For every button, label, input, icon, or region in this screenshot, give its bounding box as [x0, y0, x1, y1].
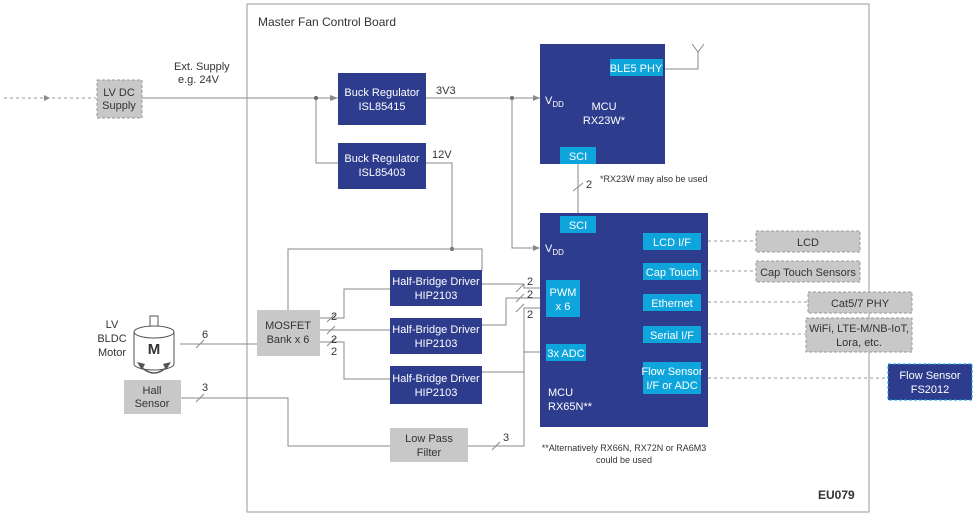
label-ext-supply-1: Ext. Supply	[174, 61, 230, 73]
label-sci-2: 2	[586, 179, 592, 191]
ethernet: Ethernet	[651, 298, 693, 310]
svg-text:Flow Sensor: Flow Sensor	[899, 370, 960, 382]
svg-text:ISL85403: ISL85403	[358, 167, 405, 179]
svg-text:MCU: MCU	[548, 387, 573, 399]
sci-1: SCI	[569, 151, 587, 163]
motor-label-3: Motor	[98, 347, 126, 359]
cap-touch-sensors-box: Cap Touch Sensors	[755, 260, 861, 283]
pwm-x6-2: x 6	[556, 301, 571, 313]
sci-2: SCI	[569, 220, 587, 232]
svg-text:Supply: Supply	[102, 100, 136, 112]
svg-text:Sensor: Sensor	[135, 398, 170, 410]
svg-text:VDD: VDD	[545, 243, 564, 257]
flow-sensor-if-1: Flow Sensor	[641, 366, 702, 378]
svg-text:Hall: Hall	[143, 385, 162, 397]
svg-text:WiFi, LTE-M/NB-IoT,: WiFi, LTE-M/NB-IoT,	[809, 323, 909, 335]
pwm-x6-1: PWM	[550, 287, 577, 299]
svg-text:VDD: VDD	[545, 95, 564, 109]
svg-text:Bank x 6: Bank x 6	[267, 334, 310, 346]
label-lpf-3: 3	[503, 432, 509, 444]
label-motor-6: 6	[202, 329, 208, 341]
label-ext-supply-2: e.g. 24V	[178, 74, 220, 86]
label-mosfet-2b: 2	[331, 334, 337, 346]
buck-regulator-isl85415: Buck Regulator ISL85415	[338, 73, 426, 125]
wires	[4, 43, 888, 451]
motor-glyph: M	[148, 341, 161, 358]
note-rx23w: *RX23W may also be used	[600, 174, 708, 184]
flow-sensor-if-2: I/F or ADC	[646, 380, 697, 392]
note-rx65n-2: could be used	[596, 455, 652, 465]
svg-text:RX65N**: RX65N**	[548, 401, 593, 413]
svg-text:Half-Bridge Driver: Half-Bridge Driver	[392, 373, 480, 385]
motor-label-2: BLDC	[97, 333, 126, 345]
half-bridge-driver-3: Half-Bridge Driver HIP2103	[390, 366, 482, 404]
svg-text:Buck Regulator: Buck Regulator	[344, 87, 420, 99]
svg-text:Low Pass: Low Pass	[405, 433, 453, 445]
mcu-rx65n: SCI VDD PWM x 6 3x ADC LCD I/F Cap Touch…	[540, 213, 708, 427]
svg-text:Cap Touch Sensors: Cap Touch Sensors	[760, 267, 856, 279]
label-pwm-2c: 2	[527, 309, 533, 321]
note-rx65n-1: **Alternatively RX66N, RX72N or RA6M3	[542, 443, 707, 453]
cat-phy-box: Cat5/7 PHY	[807, 291, 913, 314]
svg-text:Half-Bridge Driver: Half-Bridge Driver	[392, 276, 480, 288]
hall-sensor: Hall Sensor	[124, 380, 181, 414]
svg-text:Half-Bridge Driver: Half-Bridge Driver	[392, 324, 480, 336]
svg-text:HIP2103: HIP2103	[415, 290, 458, 302]
svg-text:Cat5/7 PHY: Cat5/7 PHY	[831, 298, 890, 310]
svg-text:Filter: Filter	[417, 447, 442, 459]
svg-text:HIP2103: HIP2103	[415, 338, 458, 350]
low-pass-filter: Low Pass Filter	[390, 428, 468, 462]
motor-label-1: LV	[106, 319, 119, 331]
half-bridge-driver-1: Half-Bridge Driver HIP2103	[390, 270, 482, 306]
label-3v3: 3V3	[436, 85, 456, 97]
label-hall-3: 3	[202, 382, 208, 394]
serial-if: Serial I/F	[650, 330, 694, 342]
label-pwm-2b: 2	[527, 289, 533, 301]
label-pwm-2a: 2	[527, 276, 533, 288]
half-bridge-driver-2: Half-Bridge Driver HIP2103	[390, 318, 482, 354]
cap-touch: Cap Touch	[646, 267, 698, 279]
svg-text:MCU: MCU	[591, 101, 616, 113]
mosfet-bank: MOSFET Bank x 6	[257, 310, 320, 356]
svg-text:Buck Regulator: Buck Regulator	[344, 153, 420, 165]
lcd-box: LCD	[755, 230, 861, 253]
flow-sensor-box: Flow Sensor FS2012	[887, 363, 973, 401]
lv-dc-supply: LV DC Supply	[96, 79, 143, 119]
label-12v: 12V	[432, 149, 452, 161]
bldc-motor: LV BLDC Motor M	[97, 315, 175, 374]
label-mosfet-2c: 2	[331, 346, 337, 358]
buck-regulator-isl85403: Buck Regulator ISL85403	[338, 143, 426, 189]
board-code: EU079	[818, 488, 855, 502]
adc-3x: 3x ADC	[547, 348, 584, 360]
svg-text:MOSFET: MOSFET	[265, 320, 311, 332]
lcd-if: LCD I/F	[653, 237, 691, 249]
svg-text:LCD: LCD	[797, 237, 819, 249]
svg-text:ISL85415: ISL85415	[358, 101, 405, 113]
wireless-box: WiFi, LTE-M/NB-IoT, Lora, etc.	[805, 317, 913, 353]
svg-text:Lora, etc.: Lora, etc.	[836, 337, 882, 349]
board-title: Master Fan Control Board	[258, 15, 396, 29]
label-mosfet-2a: 2	[331, 311, 337, 323]
ble5-phy: BLE5 PHY	[610, 63, 663, 75]
svg-text:FS2012: FS2012	[911, 384, 950, 396]
svg-text:LV DC: LV DC	[103, 87, 135, 99]
svg-text:RX23W*: RX23W*	[583, 115, 626, 127]
svg-text:HIP2103: HIP2103	[415, 387, 458, 399]
mcu-rx23w: BLE5 PHY VDD MCU RX23W* SCI	[540, 44, 665, 164]
